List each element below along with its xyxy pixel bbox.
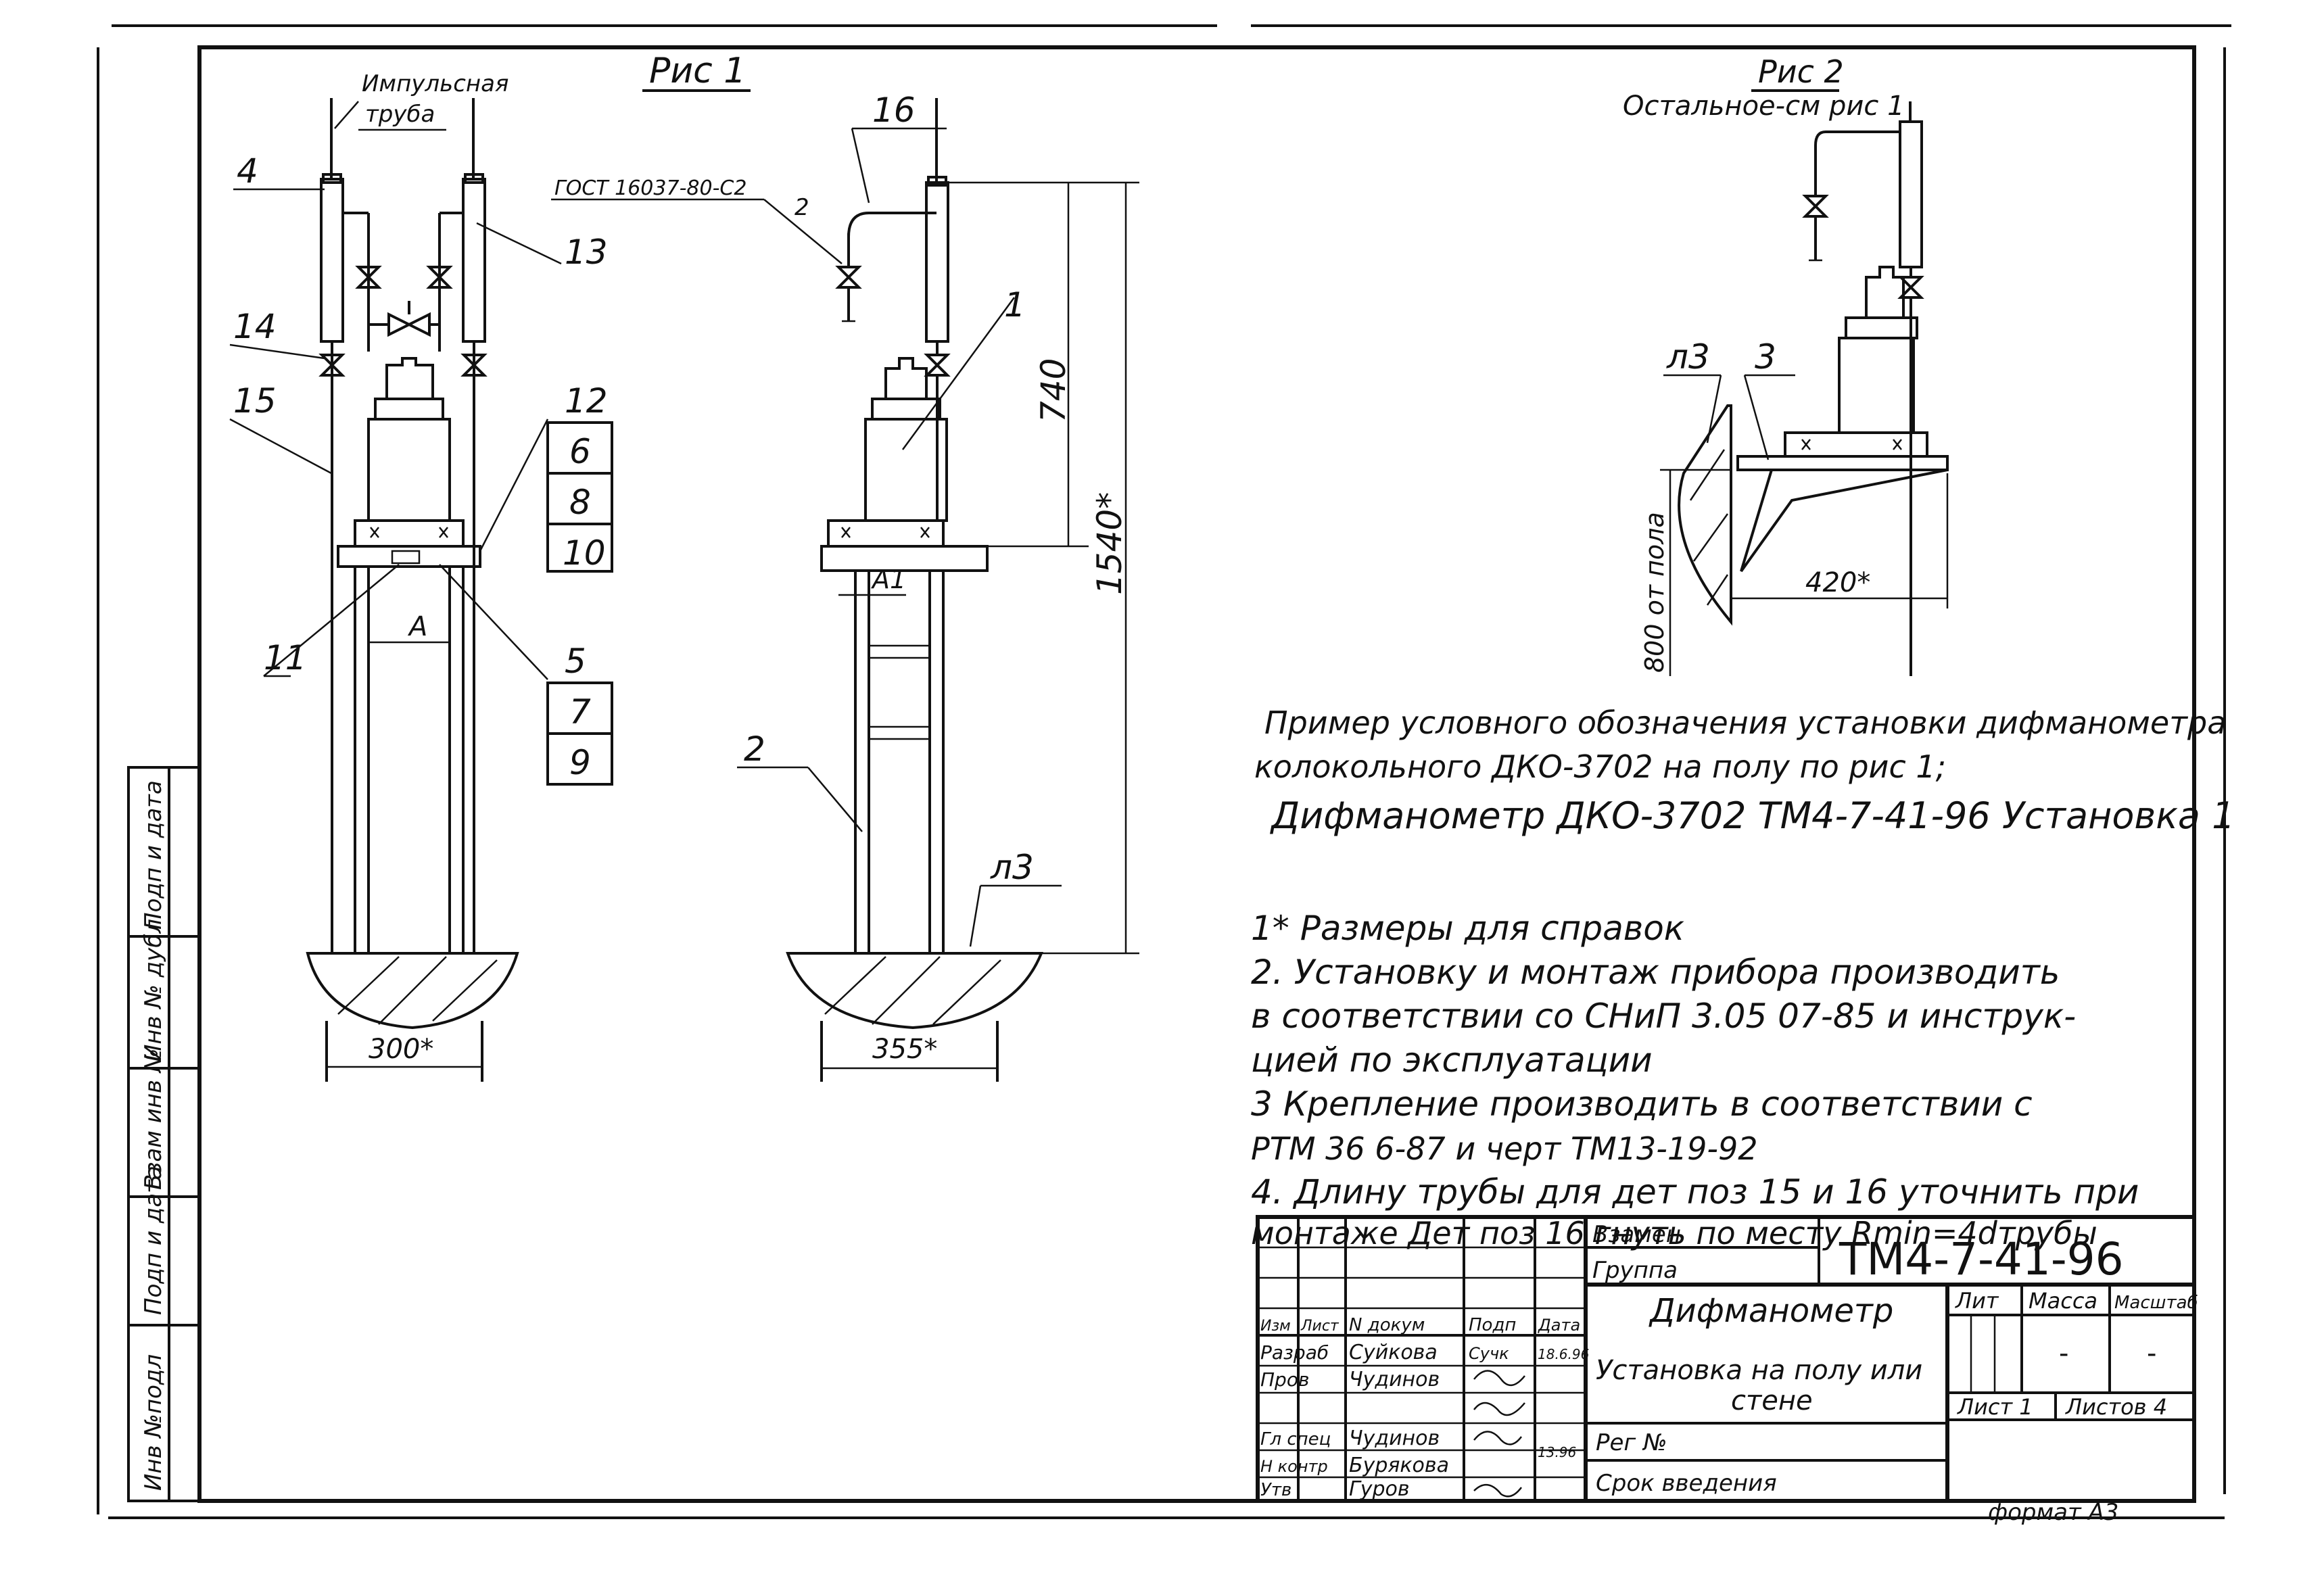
gost-note: ГОСТ 16037-80-С2 bbox=[554, 176, 746, 200]
name-line-2: Установка на полу или bbox=[1596, 1355, 1922, 1386]
weld-mark: 2 bbox=[795, 194, 809, 221]
col-list: Лист bbox=[1300, 1318, 1339, 1335]
row-3-name: Чудинов bbox=[1349, 1427, 1440, 1450]
name-line-1: Дифманометр bbox=[1649, 1292, 1893, 1330]
figure1-title: Рис 1 bbox=[649, 51, 746, 91]
dim-800-label: 800 от пола bbox=[1640, 512, 1669, 673]
row-1-role: Разраб bbox=[1260, 1341, 1329, 1364]
example-line-1: Пример условного обозначения установки д… bbox=[1264, 704, 2226, 741]
example-line-2: колокольного ДКО-3702 на полу по рис 1; bbox=[1254, 748, 1946, 785]
impulse-tube-label-2: труба bbox=[365, 101, 435, 128]
callout-l3: л3 bbox=[990, 848, 1034, 887]
col-izm: Изм bbox=[1260, 1318, 1291, 1335]
dim-355-label: 355* bbox=[872, 1034, 937, 1065]
example-line-3: Дифманометр ДКО-3702 ТМ4-7-41-96 Установ… bbox=[1270, 794, 2235, 837]
callout-2: 2 bbox=[744, 730, 765, 769]
note-line-8: монтаже Дет поз 16 гнуть по месту Rmin=4… bbox=[1251, 1215, 2097, 1251]
dim-420-label: 420* bbox=[1805, 567, 1870, 598]
callout-13: 13 bbox=[565, 233, 608, 272]
callout-14: 14 bbox=[233, 307, 277, 346]
callout-11: 11 bbox=[264, 638, 307, 677]
format-label: формат А3 bbox=[1988, 1499, 2118, 1526]
row-5-name: Гуров bbox=[1349, 1477, 1410, 1501]
row-1-date: 18.6.96 bbox=[1538, 1346, 1589, 1362]
callout-5: 5 bbox=[565, 642, 586, 681]
callout-9: 9 bbox=[569, 743, 591, 782]
row-4-role: Н контр bbox=[1260, 1457, 1328, 1476]
row-2-name: Чудинов bbox=[1349, 1368, 1440, 1391]
fig2-callout-l3: л3 bbox=[1666, 337, 1710, 377]
note-line-4: цией по эксплуатации bbox=[1251, 1041, 1653, 1080]
callout-15: 15 bbox=[233, 381, 277, 421]
figure1-side-view: ГОСТ 16037-80-С2 2 16 A1 bbox=[551, 91, 1139, 1082]
note-line-1: 1* Размеры для справок bbox=[1251, 909, 1684, 948]
document-code: ТМ4-7-41-96 bbox=[1839, 1233, 2124, 1285]
row-4-name: Бурякова bbox=[1349, 1454, 1449, 1477]
callout-16: 16 bbox=[872, 91, 916, 130]
stamp-vzam-inv: Взам инв № bbox=[140, 1049, 167, 1190]
replace-label: Взамен bbox=[1592, 1221, 1681, 1248]
stamp-sign-date-2: Подп и дата bbox=[140, 780, 167, 930]
mass-value: - bbox=[2059, 1338, 2068, 1369]
stamp-sign-date-1: Подп и дата bbox=[140, 1166, 167, 1315]
col-podp: Подп bbox=[1469, 1315, 1516, 1335]
impulse-tube-label-1: Импульсная bbox=[362, 70, 508, 97]
reg-no-label: Рег № bbox=[1596, 1429, 1667, 1456]
dim-a-label: A bbox=[407, 611, 427, 642]
row-1-sign: Сучк bbox=[1469, 1344, 1509, 1363]
side-stamp: Инв №подл Подп и дата Взам инв № Инв № д… bbox=[127, 766, 201, 1502]
sheets-label: Листов 4 bbox=[2065, 1394, 2167, 1420]
callout-10: 10 bbox=[563, 533, 606, 573]
stamp-inv-podl: Инв №подл bbox=[140, 1354, 167, 1491]
fig2-callout-3: 3 bbox=[1755, 337, 1776, 377]
title-block: Изм Лист N докум Подп Дата Разраб Суйков… bbox=[1256, 1215, 2198, 1526]
dim-740-label: 740 bbox=[1034, 358, 1073, 423]
figure2-subtitle: Остальное-см рис 1 bbox=[1623, 91, 1905, 122]
note-line-5: 3 Крепление производить в соответствии с bbox=[1251, 1084, 2033, 1124]
group-label: Группа bbox=[1592, 1257, 1678, 1284]
callout-6: 6 bbox=[569, 432, 591, 471]
name-line-3: стене bbox=[1731, 1385, 1813, 1416]
intro-date-label: Срок введения bbox=[1596, 1470, 1777, 1497]
callout-4: 4 bbox=[237, 151, 258, 191]
designation-example: Пример условного обозначения установки д… bbox=[1254, 704, 2235, 837]
figure2-wall-view: Рис 2 Остальное-см рис 1 л3 3 bbox=[1623, 53, 1949, 676]
stamp-inv-dubl: Инв № дубл bbox=[140, 919, 167, 1061]
note-line-6: РТМ 36 6-87 и черт ТМ13-19-92 bbox=[1251, 1130, 1758, 1167]
callout-1: 1 bbox=[1004, 285, 1026, 325]
dim-a1-label: A1 bbox=[870, 565, 906, 594]
row-3-role: Гл спец bbox=[1260, 1429, 1331, 1450]
callout-12: 12 bbox=[565, 381, 608, 421]
dim-1540-label: 1540* bbox=[1090, 492, 1129, 595]
row-1-name: Суйкова bbox=[1349, 1341, 1438, 1364]
technical-notes: 1* Размеры для справок 2. Установку и мо… bbox=[1251, 909, 2139, 1251]
row-4-date: 13.96 bbox=[1538, 1444, 1576, 1460]
figure1-front-view: Рис 1 Импульсная труба bbox=[229, 51, 751, 1082]
callout-8: 8 bbox=[569, 483, 591, 522]
row-5-role: Утв bbox=[1260, 1480, 1291, 1500]
sheet-label: Лист 1 bbox=[1957, 1394, 2033, 1420]
note-line-3: в соответствии со СНиП 3.05 07-85 и инст… bbox=[1251, 997, 2076, 1036]
figure2-title: Рис 2 bbox=[1758, 53, 1844, 90]
note-line-2: 2. Установку и монтаж прибора производит… bbox=[1251, 953, 2060, 992]
mass-label: Масса bbox=[2029, 1288, 2097, 1314]
dim-300-label: 300* bbox=[369, 1034, 433, 1065]
scale-label: Масштаб bbox=[2114, 1293, 2198, 1313]
note-line-7: 4. Длину трубы для дет поз 15 и 16 уточн… bbox=[1251, 1172, 2139, 1212]
callout-7: 7 bbox=[569, 692, 591, 732]
col-ndoc: N докум bbox=[1349, 1315, 1425, 1335]
col-data: Дата bbox=[1538, 1316, 1580, 1335]
row-2-role: Пров bbox=[1260, 1368, 1309, 1391]
scale-value: - bbox=[2147, 1338, 2156, 1369]
lit-label: Лит bbox=[1955, 1288, 1999, 1314]
